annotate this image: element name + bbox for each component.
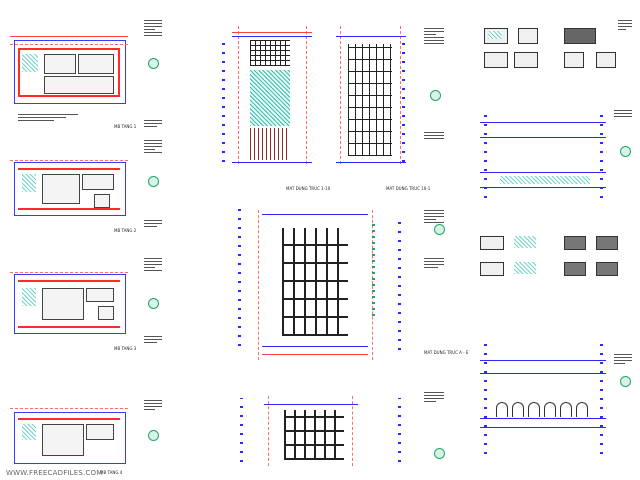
approval-stamp-icon xyxy=(620,146,631,157)
floor-plan-1-caption: MB TANG 1 xyxy=(114,124,137,129)
approval-stamp-icon xyxy=(148,58,159,69)
approval-stamp-icon xyxy=(148,298,159,309)
floor-plan-2-caption: MB TANG 2 xyxy=(114,228,137,233)
approval-stamp-icon xyxy=(148,430,159,441)
approval-stamp-icon xyxy=(620,376,631,387)
elevation-front-b-caption: MAT DUNG TRUC 10-1 xyxy=(386,186,431,191)
elevation-front-a-caption: MAT DUNG TRUC 1-10 xyxy=(286,186,331,191)
floor-plan-4-caption: MB TANG 4 xyxy=(100,470,123,475)
watermark-text: WWW.FREECADFILES.COM xyxy=(6,469,103,477)
floor-plan-3-caption: MB TANG 3 xyxy=(114,346,137,351)
approval-stamp-icon xyxy=(434,448,445,459)
approval-stamp-icon xyxy=(434,224,445,235)
elevation-side-caption: MAT DUNG TRUC A - E xyxy=(424,350,469,355)
approval-stamp-icon xyxy=(148,176,159,187)
approval-stamp-icon xyxy=(430,90,441,101)
